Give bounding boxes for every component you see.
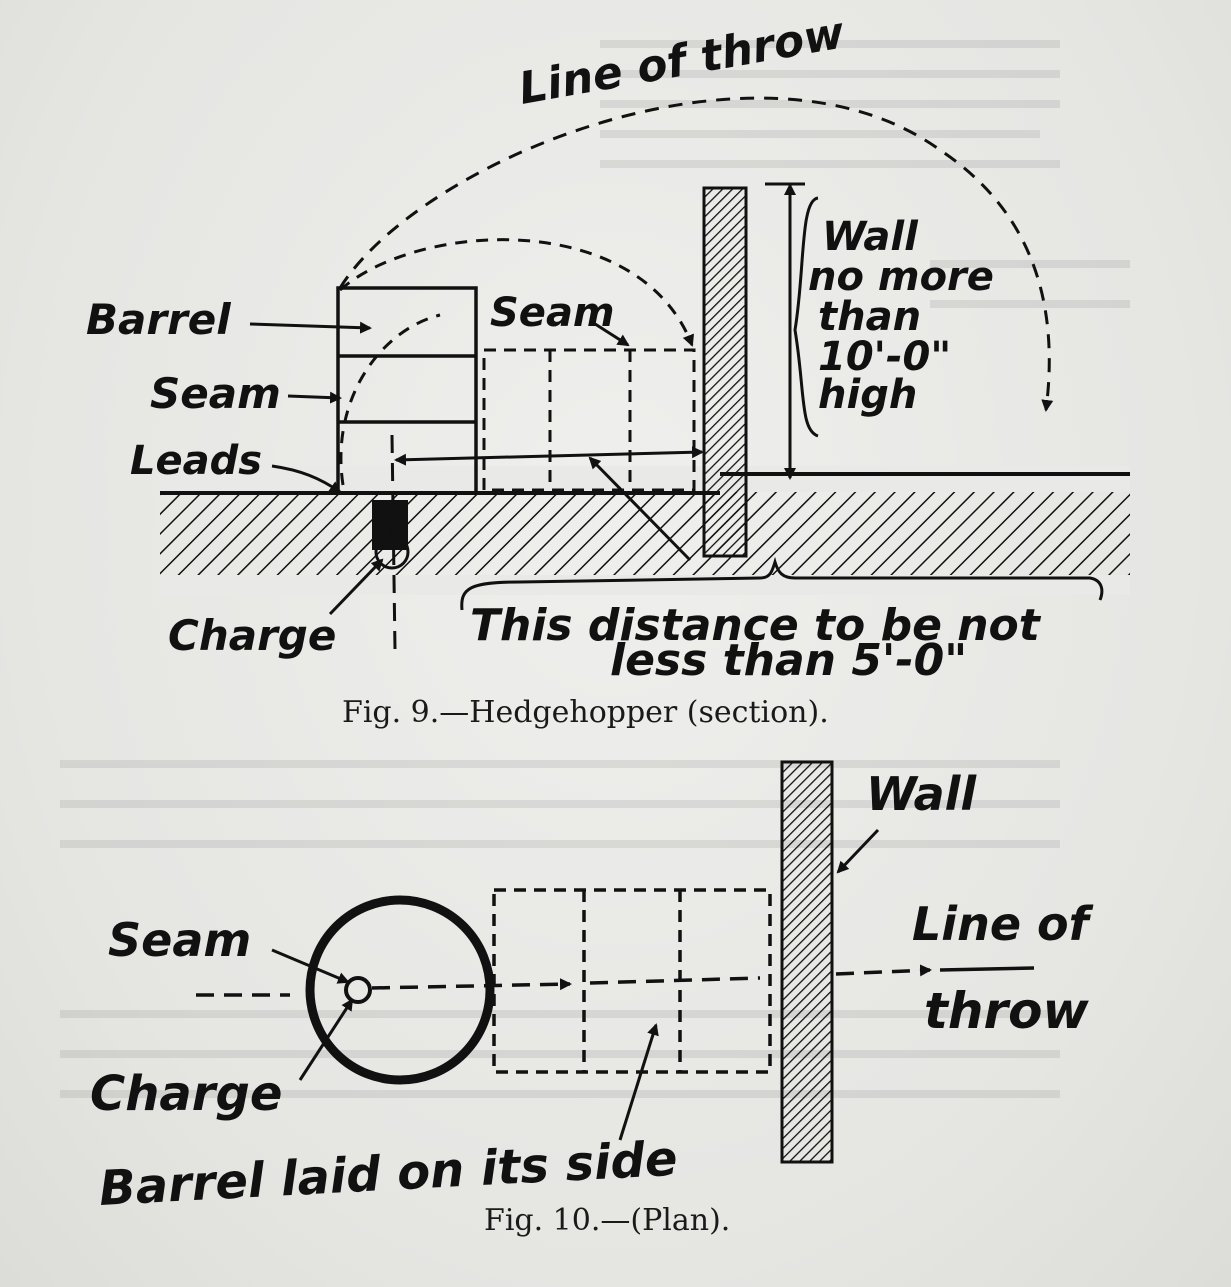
wall-section [702, 186, 748, 558]
line-of-throw-arc [338, 96, 1054, 412]
seam-label-left: Seam [150, 369, 281, 418]
line-of-throw-label-plan-1: Line of [912, 897, 1094, 951]
line-of-throw-label-plan-2: throw [924, 982, 1090, 1040]
fig9-section: Line of throw Barrel Seam Seam Leads Cha… [86, 7, 1130, 730]
bleed-through-texture [60, 40, 1130, 1098]
wall-label-line-5: high [818, 372, 917, 418]
distance-note-line-1: This distance to be not [470, 600, 1042, 651]
distance-arrow [394, 446, 704, 466]
wall-label-line-4: 10'-0" [818, 334, 951, 380]
wall-label-line-2: no more [808, 254, 994, 300]
charge-plan [344, 976, 372, 1004]
fig10-caption: Fig. 10.—(Plan). [484, 1203, 730, 1238]
distance-brace [460, 556, 1104, 611]
barrel-plan [305, 895, 495, 1085]
seam-label-top: Seam [490, 290, 615, 336]
wall-label-line-1: Wall [822, 214, 919, 260]
wall-plan [780, 760, 834, 1164]
fig9-caption: Fig. 9.—Hedgehopper (section). [342, 695, 829, 730]
leads-label: Leads [130, 438, 262, 484]
distance-note-line-2: less than 5'-0" [610, 635, 967, 686]
line-of-throw-plan [835, 964, 932, 977]
fig10-plan: Wall Seam Charge Line of throw Barrel la… [90, 760, 1094, 1238]
charge-label: Charge [168, 611, 336, 660]
barrel-section [336, 286, 478, 495]
wall-label-plan: Wall [866, 767, 977, 821]
wall-label-line-3: than [818, 294, 921, 340]
charge-label-plan: Charge [90, 1066, 282, 1122]
barrel-label: Barrel [86, 295, 231, 344]
barrel-thrown-outline [482, 348, 696, 492]
seam-label-plan: Seam [108, 913, 251, 967]
ground-hatch [160, 488, 1130, 583]
